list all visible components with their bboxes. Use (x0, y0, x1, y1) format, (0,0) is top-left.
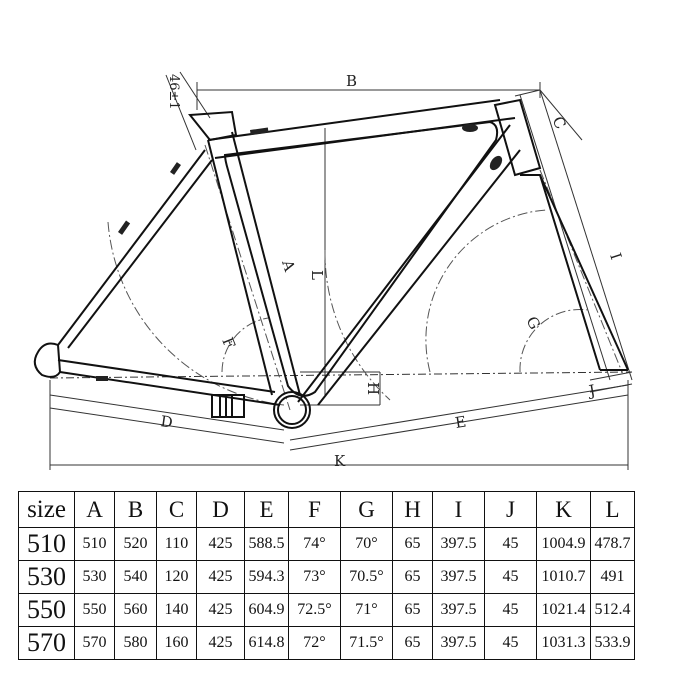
table-cell: 65 (392, 626, 433, 660)
table-cell: 71.5° (340, 626, 393, 660)
label-h: H (364, 382, 382, 395)
header-cell: I (432, 491, 485, 528)
header-cell: K (536, 491, 591, 528)
table-cell: 1004.9 (536, 527, 591, 561)
table-cell: 397.5 (432, 560, 485, 594)
cable-fittings (96, 124, 503, 381)
table-cell: 425 (196, 626, 245, 660)
table-cell: 74° (288, 527, 341, 561)
table-cell: 70.5° (340, 560, 393, 594)
label-l: L (308, 270, 326, 280)
table-cell: 45 (484, 527, 537, 561)
size-cell: 550 (18, 593, 75, 627)
header-cell: F (288, 491, 341, 528)
table-cell: 491 (590, 560, 635, 594)
table-cell: 70° (340, 527, 393, 561)
table-row: 570 570 580 160 425 614.8 72° 71.5° 65 3… (18, 626, 635, 660)
table-cell: 520 (114, 527, 157, 561)
header-cell: A (74, 491, 115, 528)
label-c: C (548, 113, 569, 132)
table-cell: 530 (74, 560, 115, 594)
table-cell: 397.5 (432, 593, 485, 627)
table-cell: 72° (288, 626, 341, 660)
table-cell: 594.3 (244, 560, 289, 594)
table-cell: 45 (484, 626, 537, 660)
label-d: D (159, 412, 173, 431)
dimension-lines (49, 71, 633, 470)
frame-geometry-diagram: B C A L I F G H J D E K 46±1 (33, 71, 633, 470)
table-cell: 512.4 (590, 593, 635, 627)
table-cell: 540 (114, 560, 157, 594)
table-cell: 1021.4 (536, 593, 591, 627)
table-cell: 397.5 (432, 626, 485, 660)
table-cell: 570 (74, 626, 115, 660)
table-row: 510 510 520 110 425 588.5 74° 70° 65 397… (18, 527, 635, 561)
table-cell: 478.7 (590, 527, 635, 561)
table-cell: 1010.7 (536, 560, 591, 594)
table-cell: 510 (74, 527, 115, 561)
table-cell: 425 (196, 593, 245, 627)
label-i: I (606, 251, 625, 262)
label-b: B (346, 72, 357, 90)
table-cell: 160 (156, 626, 197, 660)
table-row: 550 550 560 140 425 604.9 72.5° 71° 65 3… (18, 593, 635, 627)
label-k: K (334, 452, 346, 470)
label-g: G (522, 313, 544, 332)
label-f: F (218, 335, 239, 351)
table-cell: 588.5 (244, 527, 289, 561)
table-cell: 65 (392, 560, 433, 594)
table-cell: 604.9 (244, 593, 289, 627)
table-cell: 614.8 (244, 626, 289, 660)
table-cell: 72.5° (288, 593, 341, 627)
label-j: J (586, 381, 597, 400)
header-cell: C (156, 491, 197, 528)
table-cell: 45 (484, 593, 537, 627)
frame-tubes (33, 98, 629, 429)
table-cell: 425 (196, 560, 245, 594)
table-cell: 1031.3 (536, 626, 591, 660)
table-cell: 71° (340, 593, 393, 627)
table-cell: 397.5 (432, 527, 485, 561)
header-cell: J (484, 491, 537, 528)
size-cell: 530 (18, 560, 75, 594)
header-cell: G (340, 491, 393, 528)
table-cell: 73° (288, 560, 341, 594)
header-cell: E (244, 491, 289, 528)
label-head-tube: 46±1 (166, 74, 181, 110)
table-cell: 140 (156, 593, 197, 627)
header-cell: H (392, 491, 433, 528)
table-row: 530 530 540 120 425 594.3 73° 70.5° 65 3… (18, 560, 635, 594)
table-cell: 120 (156, 560, 197, 594)
table-cell: 580 (114, 626, 157, 660)
header-cell: B (114, 491, 157, 528)
label-a: A (278, 257, 299, 274)
size-cell: 570 (18, 626, 75, 660)
table-header-row: size A B C D E F G H I J K L (18, 491, 635, 528)
header-cell: L (590, 491, 635, 528)
table-cell: 550 (74, 593, 115, 627)
table-cell: 110 (156, 527, 197, 561)
table-cell: 45 (484, 560, 537, 594)
label-e: E (454, 412, 468, 431)
header-cell: size (18, 491, 75, 528)
geometry-table: size A B C D E F G H I J K L 510 510 520… (18, 491, 635, 660)
table-cell: 533.9 (590, 626, 635, 660)
header-cell: D (196, 491, 245, 528)
table-cell: 560 (114, 593, 157, 627)
table-cell: 425 (196, 527, 245, 561)
size-cell: 510 (18, 527, 75, 561)
table-cell: 65 (392, 527, 433, 561)
table-cell: 65 (392, 593, 433, 627)
